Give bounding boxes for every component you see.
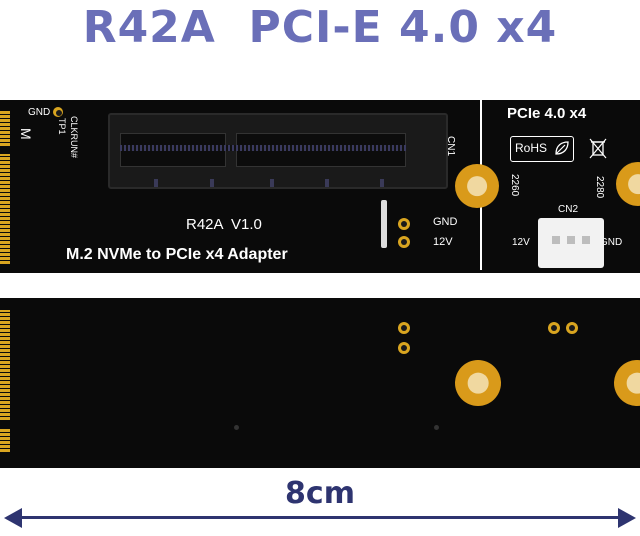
gnd-pad bbox=[53, 107, 63, 117]
length-measurement: 8cm bbox=[285, 476, 355, 511]
gnd-power-label: GND bbox=[433, 216, 458, 228]
hole-2260-label: 2260 bbox=[509, 174, 520, 197]
gnd-power-pad bbox=[398, 218, 410, 230]
rohs-mark: RoHS bbox=[510, 136, 574, 162]
rohs-label: RoHS bbox=[515, 141, 548, 155]
hole-2280-label: 2280 bbox=[594, 176, 605, 199]
back-pad-3 bbox=[548, 322, 560, 334]
cn2-gnd-label: GND bbox=[600, 237, 623, 248]
12v-power-pad bbox=[398, 236, 410, 248]
back-mounting-hole-2260 bbox=[455, 360, 501, 406]
edge-connector-back bbox=[0, 310, 12, 452]
pcie-x4-slot bbox=[108, 113, 448, 189]
cn2-power-connector bbox=[538, 218, 604, 268]
m-key-label: M bbox=[18, 128, 34, 140]
leaf-icon bbox=[555, 141, 569, 155]
adapter-subtitle: M.2 NVMe to PCIe x4 Adapter bbox=[66, 246, 288, 263]
gnd-label: GND bbox=[28, 107, 51, 118]
via-2 bbox=[434, 425, 439, 430]
edge-connector bbox=[0, 110, 12, 265]
back-pad-4 bbox=[566, 322, 578, 334]
cn2-label: CN2 bbox=[558, 204, 579, 215]
arrow-left-icon bbox=[4, 508, 22, 528]
cn1-label: CN1 bbox=[445, 136, 456, 157]
tp1-label: TP1 bbox=[57, 118, 67, 135]
back-pad-1 bbox=[398, 322, 410, 334]
back-pad-2 bbox=[398, 342, 410, 354]
cn2-12v-label: 12V bbox=[512, 237, 530, 248]
12v-power-label: 12V bbox=[433, 236, 453, 248]
capacitor bbox=[381, 200, 387, 248]
mounting-hole-2260 bbox=[455, 164, 499, 208]
board-back bbox=[0, 298, 640, 468]
clkrun-label: CLKRUN# bbox=[69, 116, 79, 159]
arrow-right-icon bbox=[618, 508, 636, 528]
dimension-line bbox=[14, 516, 626, 519]
mounting-hole-2280 bbox=[616, 162, 640, 206]
pcie-label: PCIe 4.0 x4 bbox=[507, 105, 587, 122]
weee-bin-icon bbox=[589, 138, 607, 159]
via-1 bbox=[234, 425, 239, 430]
product-title: R42A PCI-E 4.0 x4 bbox=[82, 2, 558, 53]
version-label: R42A V1.0 bbox=[186, 216, 262, 233]
back-mounting-hole-2280 bbox=[614, 360, 640, 406]
slot-pins-row bbox=[120, 145, 406, 151]
